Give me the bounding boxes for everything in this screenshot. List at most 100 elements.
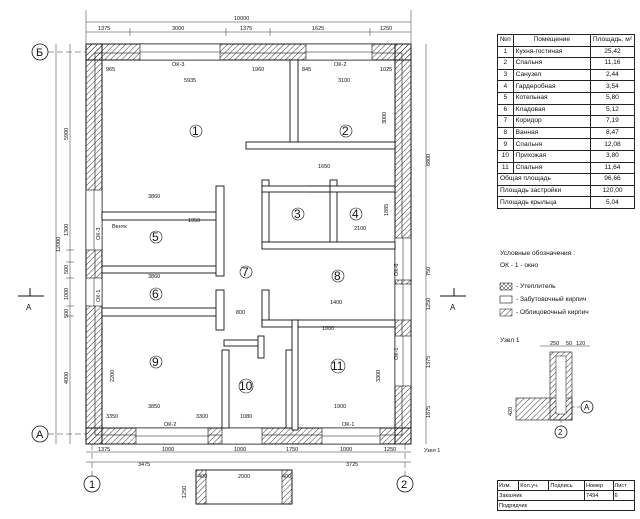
room-number: 2 [342, 124, 349, 138]
dim-top-seg-5: 1250 [380, 26, 392, 32]
room-number: 6 [152, 287, 159, 301]
room-index: 6 [497, 103, 514, 117]
node-dim: 250 [550, 341, 559, 347]
section-marks [18, 288, 466, 297]
legend-swatches [499, 282, 513, 317]
interior-dim: 3350 [106, 414, 118, 420]
room-name: Спальня [512, 57, 591, 70]
room-number: 4 [352, 207, 359, 221]
stamp-cell: 7494 [583, 490, 614, 501]
room-number: 8 [334, 269, 341, 283]
interior-dim: 1000 [322, 326, 334, 332]
porch [195, 469, 293, 505]
stamp-cell: 6 [612, 490, 636, 501]
vent-label: Вентк [112, 224, 127, 230]
interior-dim: 2100 [354, 226, 366, 232]
room-numbers: 1 2 3 4 5 6 7 8 9 10 11 [149, 124, 363, 394]
stamp-cell: Номер [583, 480, 614, 491]
stamp-cell: Изм. [496, 480, 520, 491]
room-name: Спальня [512, 161, 591, 175]
dim-left-seg-2: 1300 [64, 224, 70, 236]
dim-top-seg-2: 3000 [172, 26, 184, 32]
window-label: ОК-3 [172, 62, 184, 68]
dim-left-seg-1: 5900 [64, 128, 70, 140]
room-area: 2,44 [589, 68, 636, 82]
node-dim: 50 [566, 341, 572, 347]
window-label: ОК-3 [96, 228, 102, 240]
dim-porch-3: 400 [282, 474, 291, 480]
room-area: 8,47 [589, 126, 636, 140]
interior-dim: 3100 [338, 78, 350, 84]
dim-left-seg-3: 500 [64, 265, 70, 274]
section-label-left: А [26, 303, 32, 312]
interior-dim: 1400 [330, 300, 342, 306]
section-label-right: А [450, 303, 456, 312]
total-label: Площадь застройки [497, 184, 591, 198]
interior-dim: 1025 [380, 67, 392, 73]
room-index: 8 [497, 126, 514, 140]
axis-label-b: Б [36, 47, 43, 59]
dimension-lines [55, 10, 427, 463]
dim-bot-3: 1000 [234, 447, 246, 453]
room-name: Санузел [512, 68, 591, 82]
interior-dim: 1080 [240, 414, 252, 420]
stamp-cell: Лист [612, 480, 636, 491]
room-area: 7,19 [589, 115, 636, 128]
stamp-cell: Заказчик [497, 490, 585, 501]
legend-item-insulation: - Утеплитель [516, 283, 556, 290]
table-header: Площадь, м² [589, 34, 636, 47]
dim-porch-2: 2000 [238, 474, 250, 480]
interior-dim: 965 [106, 67, 115, 73]
room-name: Коридор [512, 115, 591, 128]
dim-right-seg-4: 1875 [426, 406, 432, 418]
stamp-cell: Кол.уч. [518, 480, 550, 491]
room-area: 3,54 [589, 80, 636, 93]
interior-walls [101, 59, 396, 431]
room-index: 3 [497, 68, 514, 82]
total-value: 120,00 [589, 184, 636, 198]
room-number: 5 [152, 230, 159, 244]
total-label: Площадь крыльца [497, 196, 591, 209]
dim-left-overall: 12000 [56, 237, 62, 252]
total-label: Общая площадь [497, 173, 591, 186]
node-marker-label: Узел 1 [424, 448, 440, 454]
dim-top-overall: 10000 [234, 16, 249, 22]
interior-dim: 1900 [334, 404, 346, 410]
room-number: 7 [242, 265, 249, 279]
legend-ok-note: ОК - 1 - окно [500, 262, 539, 269]
dim-bot-row2-2: 3725 [346, 462, 358, 468]
interior-dim: 3860 [148, 194, 160, 200]
interior-dim: 5935 [184, 78, 196, 84]
room-name: Гардеробная [512, 80, 591, 93]
node-dim: 420 [508, 407, 514, 416]
interior-dim: 1960 [252, 67, 264, 73]
window-glazing [93, 51, 404, 437]
node-title: Узел 1 [500, 337, 520, 344]
stamp-cell: Подпись [548, 480, 585, 491]
room-number: 10 [239, 379, 253, 393]
room-index: 1 [497, 45, 514, 59]
dim-right-seg-3: 1375 [426, 356, 432, 368]
node-detail [515, 345, 590, 426]
room-number: 1 [192, 124, 199, 138]
dim-left-seg-6: 4000 [64, 372, 70, 384]
table-header: №п [497, 34, 514, 47]
legend-item-facing-brick: - Облицовочный кирпич [516, 309, 589, 316]
interior-dim: 3860 [148, 274, 160, 280]
room-name: Кухня-гостиная [512, 45, 591, 59]
node-dim: 120 [576, 341, 585, 347]
dim-right-overall: 6800 [426, 154, 432, 166]
room-area: 3,80 [589, 149, 636, 163]
axis-label-1: 1 [89, 479, 95, 491]
